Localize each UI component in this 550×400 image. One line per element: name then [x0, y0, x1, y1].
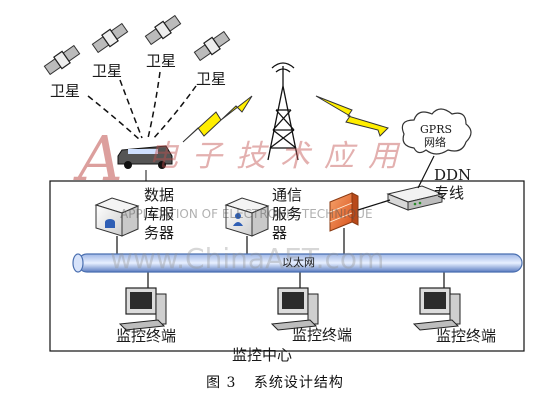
gprs-label: GPRS — [420, 123, 453, 136]
network-links — [116, 155, 445, 290]
comm-server-label: 器 — [272, 224, 288, 242]
communication-server-icon — [224, 197, 270, 237]
db-server-label: 务器 — [144, 224, 175, 242]
satellite-icon — [193, 30, 231, 62]
computer-icon — [412, 287, 461, 331]
ddn-label: DDN — [434, 166, 472, 184]
satellite-signal-lines — [87, 71, 197, 141]
monitoring-center-frame — [49, 180, 525, 352]
wireless-link-icon — [315, 95, 389, 137]
figure-number: 图 3 — [206, 375, 237, 391]
satellite-label: 卫星 — [92, 62, 123, 80]
cell-tower-icon — [267, 62, 299, 161]
db-server-label: 库服 — [144, 205, 175, 223]
database-server-icon — [94, 197, 140, 237]
db-server-label: 数据 — [144, 186, 175, 204]
wireless-link-icon — [182, 95, 253, 143]
figure-caption: 图 3 系统设计结构 — [0, 372, 550, 392]
satellite-icon — [91, 22, 129, 54]
terminal-label: 监控终端 — [116, 327, 177, 345]
satellite-label: 卫星 — [50, 82, 81, 100]
terminal-label: 监控终端 — [436, 327, 497, 345]
computer-icon — [118, 287, 167, 331]
monitoring-center-label: 监控中心 — [232, 346, 293, 364]
gprs-network-label: 网络 — [424, 136, 446, 149]
satellite-icon — [43, 44, 81, 76]
satellite-label: 卫星 — [146, 52, 177, 70]
ethernet-bus — [72, 253, 523, 273]
firewall-icon — [329, 192, 359, 232]
router-icon — [386, 185, 444, 211]
vehicle-icon — [117, 145, 173, 169]
figure-title: 系统设计结构 — [253, 375, 344, 391]
gprs-cloud-icon — [401, 108, 472, 155]
comm-server-label: 通信 — [272, 186, 303, 204]
terminal-label: 监控终端 — [292, 326, 353, 344]
satellite-label: 卫星 — [196, 70, 227, 88]
ethernet-label: 以太网 — [282, 256, 315, 269]
comm-server-label: 服务 — [272, 205, 303, 223]
computer-icon — [270, 287, 319, 331]
satellite-icon — [144, 14, 182, 46]
ddn-line-label: 专线 — [434, 184, 465, 202]
